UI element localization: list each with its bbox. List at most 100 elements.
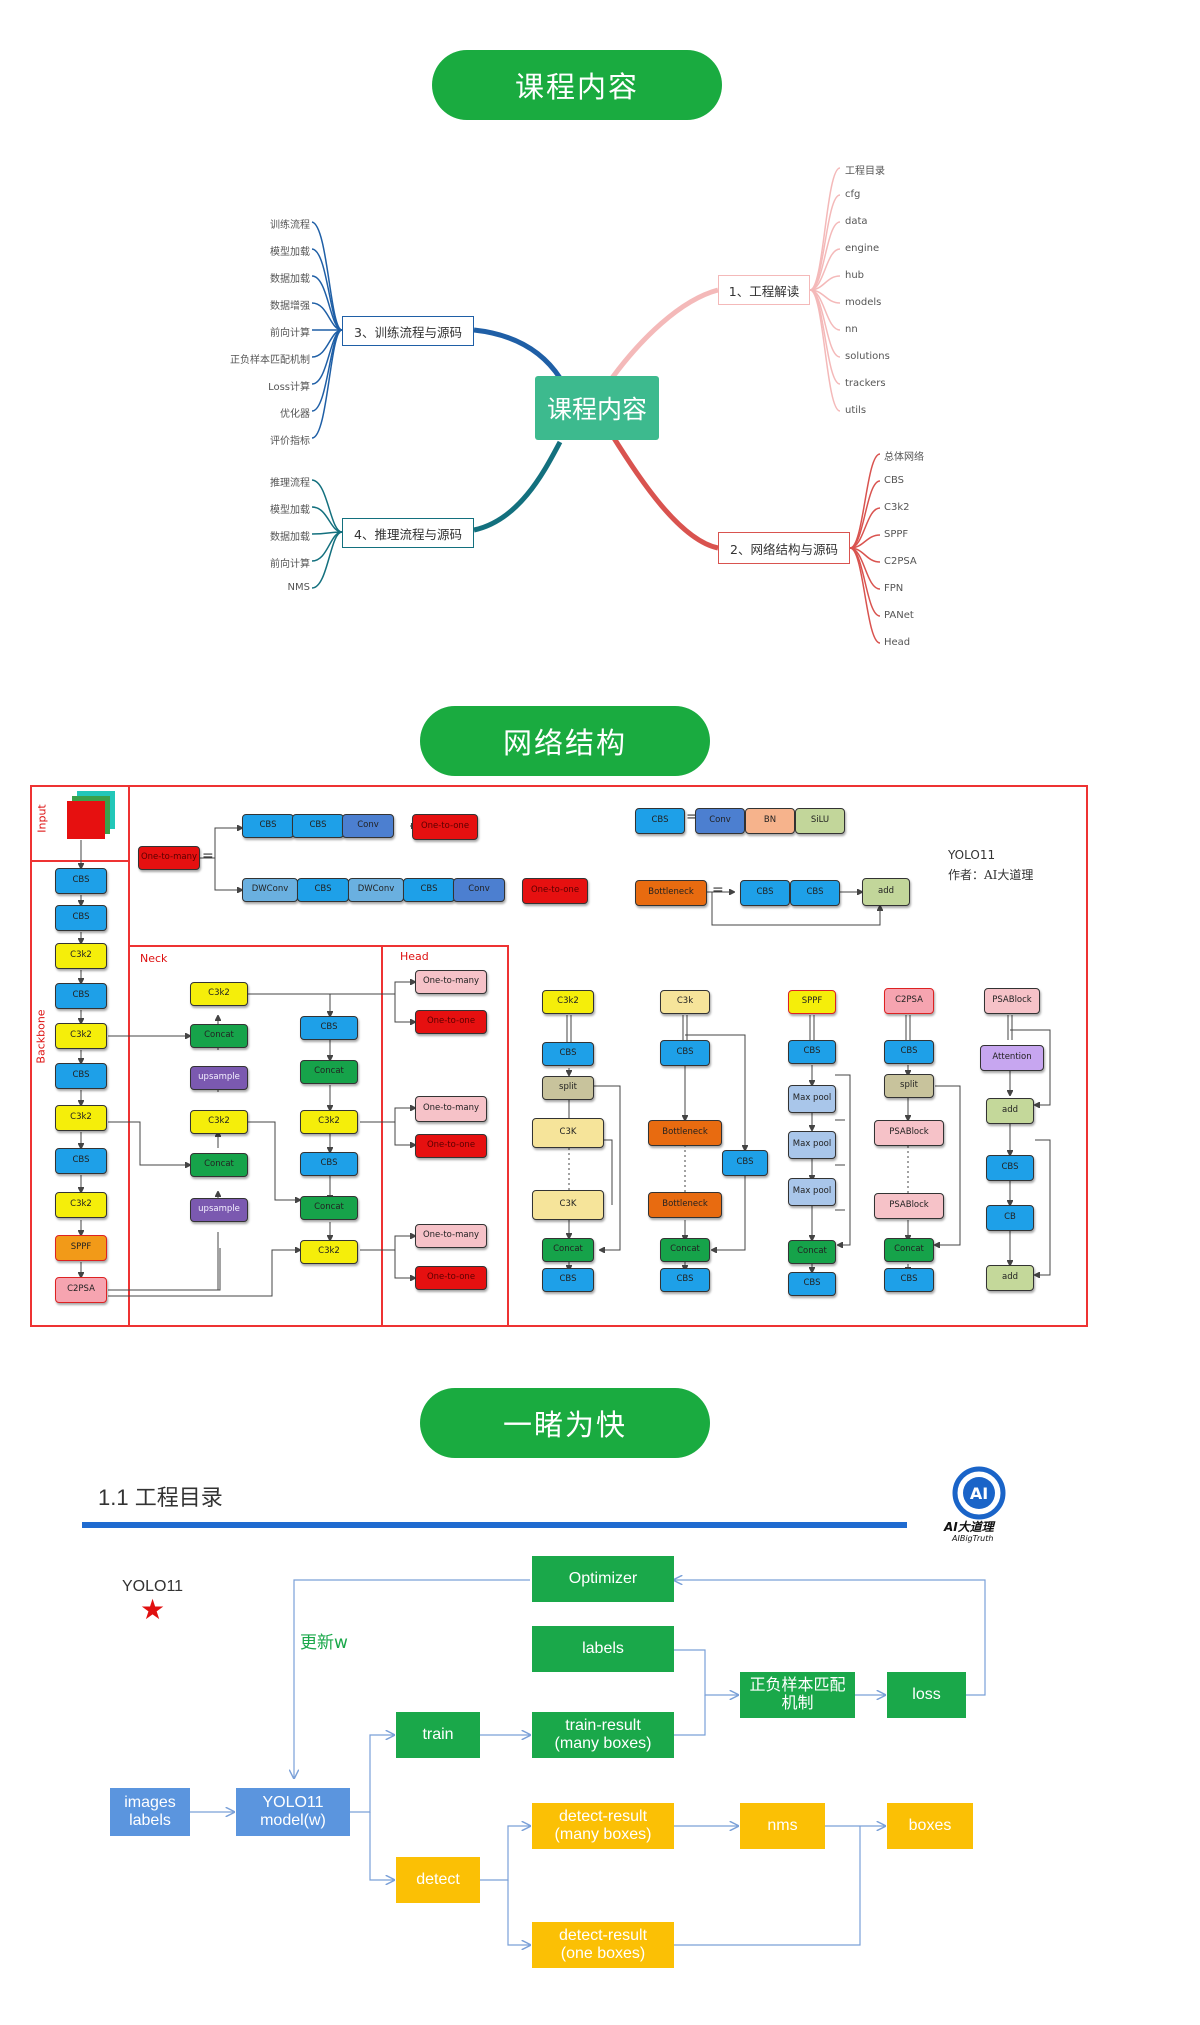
module-c2psa-block: split: [884, 1074, 934, 1098]
module-sppf-block: Max pool: [788, 1085, 836, 1113]
leaf: trackers: [845, 378, 886, 389]
leaf: Loss计算: [268, 382, 310, 393]
module-c3k2-block: C3K: [532, 1118, 604, 1148]
module-c3k-block: CBS: [660, 1268, 710, 1292]
leaf: cfg: [845, 189, 861, 200]
head-block: One-to-one: [415, 1134, 487, 1158]
leaf: SPPF: [884, 529, 909, 540]
model-box: YOLO11 model(w): [236, 1788, 350, 1836]
branch-train: 3、训练流程与源码: [342, 316, 474, 346]
bottleneck-def: Bottleneck: [635, 880, 707, 906]
module-sppf-block: Concat: [788, 1240, 836, 1264]
mindmap-center: 课程内容: [535, 376, 659, 440]
leaf: 评价指标: [270, 436, 310, 447]
leaf: 推理流程: [270, 478, 310, 489]
module-c3k-block: Bottleneck: [648, 1192, 722, 1218]
module-psablock-block: PSABlock: [984, 988, 1040, 1014]
train-result-box: train-result (many boxes): [532, 1712, 674, 1758]
def-one-to-one-2: One-to-one: [522, 878, 588, 904]
leaf: 总体网络: [884, 452, 924, 463]
svg-text:AI: AI: [970, 1484, 988, 1503]
leaf: 优化器: [280, 409, 310, 420]
module-c3k-block: Bottleneck: [648, 1120, 722, 1146]
module-c3k2-block: C3k2: [542, 990, 594, 1014]
module-psablock-block: Attention: [980, 1045, 1044, 1071]
flow-heading: 1.1 工程目录: [98, 1485, 223, 1510]
leaf: 数据加载: [270, 274, 310, 285]
boxes-box: boxes: [887, 1803, 973, 1849]
detect-box: detect: [396, 1857, 480, 1903]
module-c2psa-block: PSABlock: [874, 1193, 944, 1219]
module-c3k-block: C3k: [660, 990, 710, 1014]
train-box: train: [396, 1712, 480, 1758]
neck-block: CBS: [300, 1152, 358, 1176]
head-block: One-to-many: [415, 970, 487, 994]
def-block: Conv: [453, 878, 505, 902]
yolo-label: YOLO11: [122, 1578, 184, 1595]
branch-project: 1、工程解读: [718, 275, 810, 305]
head-label: Head: [400, 950, 429, 963]
module-sppf-block: Max pool: [788, 1131, 836, 1159]
neck-block: upsample: [190, 1066, 248, 1090]
neck-label: Neck: [140, 952, 168, 965]
leaf: 前向计算: [270, 328, 310, 339]
def-block: CBS: [403, 878, 455, 902]
star-icon: ★: [140, 1593, 166, 1626]
module-psablock-block: add: [986, 1098, 1034, 1124]
leaf: 正负样本匹配机制: [230, 355, 310, 366]
module-sppf-block: CBS: [788, 1040, 836, 1064]
head-block: One-to-many: [415, 1096, 487, 1122]
leaf: CBS: [884, 475, 905, 486]
module-c2psa-block: CBS: [884, 1040, 934, 1064]
leaf: 数据加载: [270, 532, 310, 543]
module-sppf-block: CBS: [788, 1272, 836, 1296]
leaf: 数据增强: [270, 301, 310, 312]
leaf: 工程目录: [845, 166, 885, 177]
neck-block: C3k2: [300, 1240, 358, 1264]
def-block: Conv: [342, 814, 394, 838]
leaf: NMS: [287, 582, 310, 593]
backbone-block: CBS: [55, 868, 107, 894]
section-title-preview: 一睹为快: [420, 1388, 710, 1458]
logo-text: AI大道理: [944, 1520, 994, 1534]
leaf: data: [845, 216, 868, 227]
images-labels-box: images labels: [110, 1788, 190, 1836]
detect-many-box: detect-result (many boxes): [532, 1803, 674, 1849]
def-one-to-one: One-to-one: [412, 814, 478, 840]
head-block: One-to-one: [415, 1010, 487, 1034]
backbone-block: C3k2: [55, 943, 107, 969]
leaf: FPN: [884, 583, 904, 594]
neck-block: C3k2: [190, 1110, 248, 1134]
module-c3k-block: Concat: [660, 1238, 710, 1262]
defs-divider: [128, 785, 130, 945]
equals-sign: =: [712, 882, 724, 898]
section-title-course: 课程内容: [432, 50, 722, 120]
def-block: CBS: [242, 814, 294, 838]
backbone-block: C3k2: [55, 1023, 107, 1049]
backbone-block: CBS: [55, 1148, 107, 1174]
leaf: 模型加载: [270, 247, 310, 258]
cbs-def-block: Conv: [695, 808, 745, 834]
logo-icon: AI: [952, 1466, 1006, 1520]
neck-block: C3k2: [300, 1110, 358, 1134]
module-c2psa-block: C2PSA: [884, 988, 934, 1014]
head-block: One-to-one: [415, 1266, 487, 1290]
module-sppf-block: SPPF: [788, 990, 836, 1014]
leaf: 模型加载: [270, 505, 310, 516]
detect-one-box: detect-result (one boxes): [532, 1922, 674, 1968]
module-psablock-block: add: [986, 1265, 1034, 1291]
backbone-block: SPPF: [55, 1235, 107, 1261]
module-c3k2-block: CBS: [542, 1042, 594, 1066]
section-title-network: 网络结构: [420, 706, 710, 776]
neck-block: Concat: [190, 1024, 248, 1048]
match-box: 正负样本匹配机制: [740, 1672, 855, 1718]
module-c2psa-block: PSABlock: [874, 1120, 944, 1146]
logo-subtext: AIBigTruth: [952, 1534, 994, 1543]
leaf: nn: [845, 324, 858, 335]
mindmap-connectors: [311, 167, 881, 644]
def-one-to-many: One-to-many: [138, 846, 200, 870]
module-c3k2-block: C3K: [532, 1190, 604, 1220]
leaf: 训练流程: [270, 220, 310, 231]
module-c3k-block: CBS: [660, 1040, 710, 1066]
